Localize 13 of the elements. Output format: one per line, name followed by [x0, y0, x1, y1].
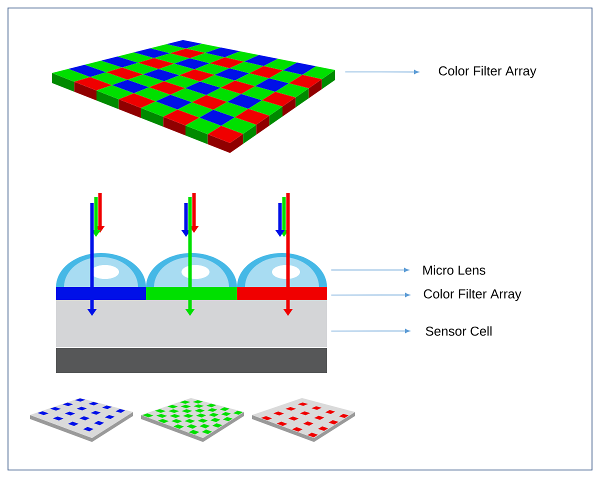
substrate-layer — [56, 348, 327, 373]
leader-line — [330, 328, 410, 334]
callout-label: Micro Lens — [423, 265, 486, 275]
color-filter-layer — [56, 287, 327, 300]
micro-lens-drawing — [56, 253, 327, 287]
callout-label: Sensor Cell — [426, 326, 492, 336]
leader-line — [330, 292, 410, 298]
leader-line — [344, 70, 420, 74]
callout-label: Color Filter Array — [438, 66, 536, 78]
color-filter-mosaic-drawing — [52, 40, 335, 153]
leader-line — [330, 268, 410, 272]
callout-label: Color Filter Array — [424, 288, 522, 302]
sensor-cell-layer — [56, 300, 327, 347]
